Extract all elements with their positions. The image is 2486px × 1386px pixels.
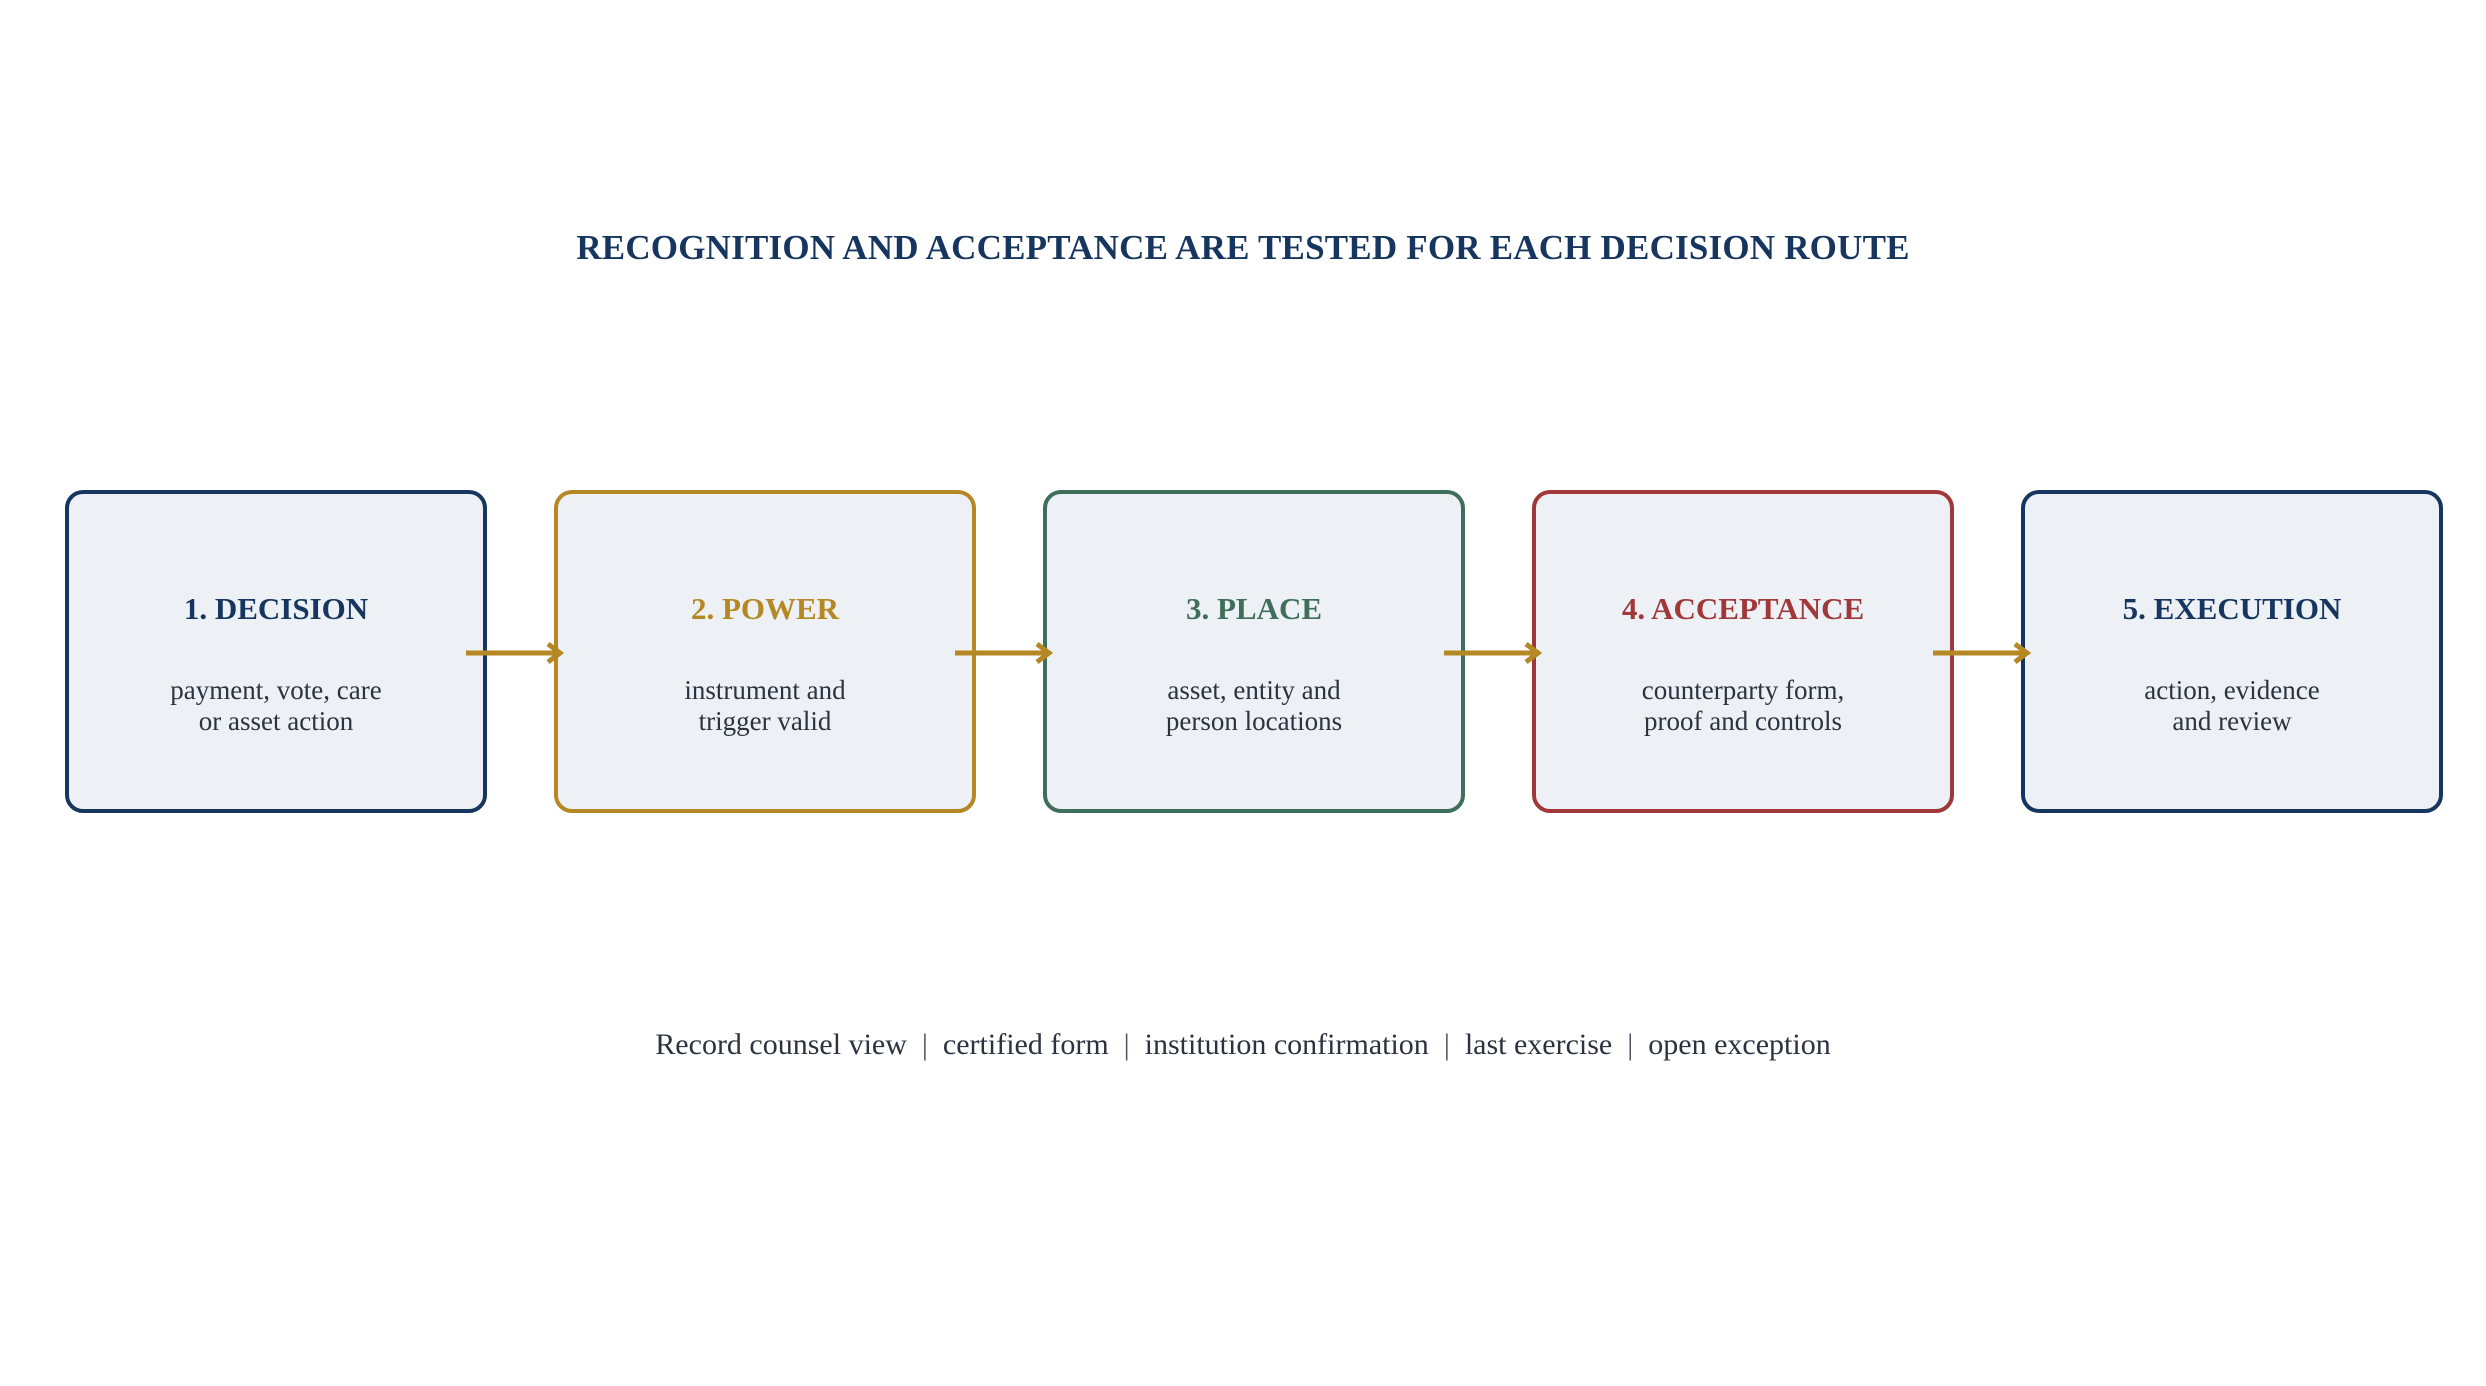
stage-description-line: asset, entity and <box>1167 675 1341 705</box>
footer-separator: | <box>1627 1028 1634 1061</box>
stage-title: 4. ACCEPTANCE <box>1621 591 1865 626</box>
stage-description-line: action, evidence <box>2144 675 2320 705</box>
stage-description-line: trigger valid <box>698 706 832 736</box>
arrow-head <box>1035 642 1054 664</box>
stage-title: 1. DECISION <box>183 591 369 626</box>
footer-separator: | <box>1123 1028 1130 1061</box>
arrow-acceptance-to-execution <box>1933 642 2032 664</box>
stage-acceptance: 4. ACCEPTANCE counterparty form, proof a… <box>1532 490 1954 813</box>
footer-item: Record counsel view <box>655 1028 907 1061</box>
stage-title: 2. POWER <box>690 591 840 626</box>
footer-item: open exception <box>1648 1028 1831 1061</box>
arrow-head <box>1524 642 1543 664</box>
stage-power: 2. POWER instrument and trigger valid <box>554 490 976 813</box>
stage-description-line: instrument and <box>684 675 846 705</box>
footer-item: certified form <box>942 1028 1109 1061</box>
stage-title: 3. PLACE <box>1185 591 1323 626</box>
stage-place: 3. PLACE asset, entity and person locati… <box>1043 490 1465 813</box>
footer-item: institution confirmation <box>1144 1028 1429 1061</box>
footer-separator: | <box>1443 1028 1450 1061</box>
footer-checklist: Record counsel view | certified form | i… <box>0 1028 2486 1062</box>
diagram-title: RECOGNITION AND ACCEPTANCE ARE TESTED FO… <box>576 228 1910 267</box>
arrow-head <box>546 642 565 664</box>
arrow-power-to-place <box>955 642 1054 664</box>
footer-item: last exercise <box>1464 1028 1613 1061</box>
arrow-decision-to-power <box>466 642 565 664</box>
stage-title: 5. EXECUTION <box>2122 591 2342 626</box>
stage-description-line: counterparty form, <box>1641 675 1845 705</box>
stage-description: asset, entity and person locations <box>1047 675 1461 737</box>
stage-description: instrument and trigger valid <box>558 675 972 737</box>
stage-description: counterparty form, proof and controls <box>1536 675 1950 737</box>
stage-description-line: payment, vote, care <box>170 675 382 705</box>
stage-decision: 1. DECISION payment, vote, care or asset… <box>65 490 487 813</box>
arrow-head <box>2013 642 2032 664</box>
stage-description: action, evidence and review <box>2025 675 2439 737</box>
stage-description-line: proof and controls <box>1644 706 1842 736</box>
stage-description-line: or asset action <box>198 706 354 736</box>
stage-description-line: person locations <box>1165 706 1343 736</box>
stage-description-line: and review <box>2172 706 2292 736</box>
stage-description: payment, vote, care or asset action <box>69 675 483 737</box>
arrow-place-to-acceptance <box>1444 642 1543 664</box>
stage-execution: 5. EXECUTION action, evidence and review <box>2021 490 2443 813</box>
footer-separator: | <box>921 1028 928 1061</box>
